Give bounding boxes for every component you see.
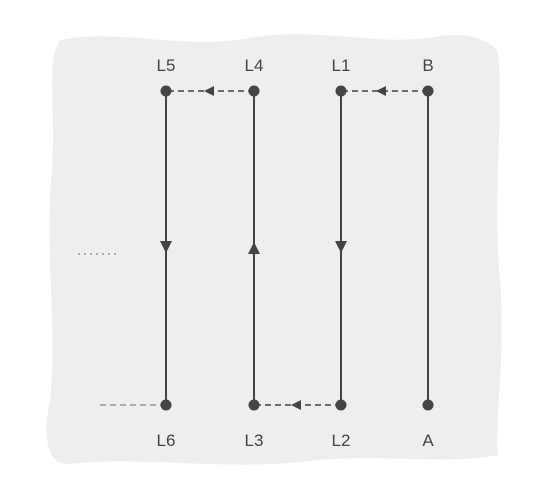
arrow-left-l2-l3	[291, 400, 301, 410]
label-l4: L4	[245, 56, 264, 75]
arrow-left-l4-l5	[204, 86, 214, 96]
label-a: A	[422, 431, 434, 450]
label-l2: L2	[332, 431, 351, 450]
background-blob	[46, 34, 502, 465]
node-l2	[335, 399, 347, 411]
node-b	[422, 85, 434, 97]
arrow-up-l3-l4	[248, 242, 260, 254]
label-l5: L5	[157, 56, 176, 75]
node-l5	[160, 85, 172, 97]
node-l3	[248, 399, 260, 411]
node-a	[422, 399, 434, 411]
arrow-left-b-l1	[376, 86, 386, 96]
arrow-down-l5-l6	[160, 241, 172, 253]
label-l3: L3	[245, 431, 264, 450]
label-l6: L6	[157, 431, 176, 450]
node-l1	[335, 85, 347, 97]
arrow-down-l1-l2	[335, 241, 347, 253]
node-l6	[160, 399, 172, 411]
node-l4	[248, 85, 260, 97]
label-b: B	[422, 56, 433, 75]
label-l1: L1	[332, 56, 351, 75]
